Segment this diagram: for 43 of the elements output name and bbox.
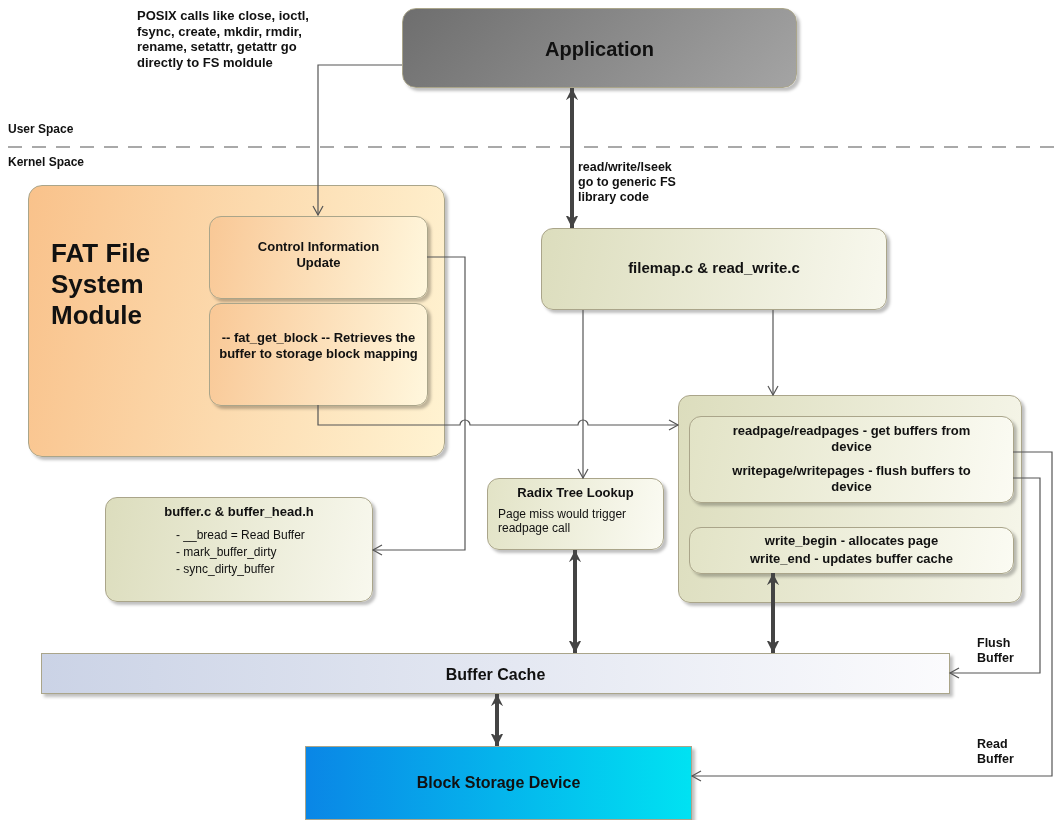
arrow xyxy=(372,256,466,556)
process-box xyxy=(209,303,428,406)
process-box xyxy=(689,527,1014,574)
box-text: Buffer Cache xyxy=(444,665,547,685)
note-text: POSIX calls like close, ioctl, fsync, create, mkdir, rmdir, rename, setattr, getattr go directly to FS moldule xyxy=(137,8,310,71)
box-text: readpage/readpages - get buffers from device xyxy=(731,423,972,455)
process-box xyxy=(209,216,428,299)
box-text: FAT File System Module xyxy=(51,238,152,332)
box-text: - __bread = Read Buffer xyxy=(176,528,306,543)
box-text: write_end - updates buffer cache xyxy=(749,551,954,567)
arrow xyxy=(691,451,1053,782)
box-text: Control Information Update xyxy=(256,239,381,271)
arrow xyxy=(312,64,403,216)
module-container xyxy=(28,185,445,457)
thick-arrow xyxy=(565,88,579,228)
thick-arrow xyxy=(490,694,504,746)
box-text: -- fat_get_block -- Retrieves the buffer to storage block mapping xyxy=(218,330,419,362)
cache-bar xyxy=(41,653,950,694)
region-label: Kernel Space xyxy=(8,155,85,170)
box-title: buffer.c & buffer_head.h xyxy=(163,504,315,520)
box-text: - sync_dirty_buffer xyxy=(176,562,276,577)
process-box xyxy=(689,416,1014,503)
box-text: Application xyxy=(544,37,655,61)
box-text: filemap.c & read_write.c xyxy=(627,259,801,277)
device-box xyxy=(305,746,692,820)
process-box xyxy=(541,228,887,310)
region-label: User Space xyxy=(8,122,74,137)
thick-arrow xyxy=(568,550,582,653)
arrow xyxy=(767,309,779,396)
arrow xyxy=(317,404,679,431)
thick-arrow xyxy=(766,573,780,653)
process-box xyxy=(105,497,373,602)
box-title: Radix Tree Lookup xyxy=(516,485,635,501)
process-box xyxy=(487,478,664,550)
box-text: Block Storage Device xyxy=(415,773,582,793)
box-text: writepage/writepages - flush buffers to device xyxy=(731,463,972,495)
box-text: Page miss would trigger readpage call xyxy=(498,507,628,536)
arrow xyxy=(577,309,589,479)
process-box xyxy=(402,8,797,88)
arrow xyxy=(949,477,1041,679)
box-text: write_begin - allocates page xyxy=(763,533,940,549)
group-box xyxy=(678,395,1022,603)
box-text: - mark_buffer_dirty xyxy=(176,545,278,560)
